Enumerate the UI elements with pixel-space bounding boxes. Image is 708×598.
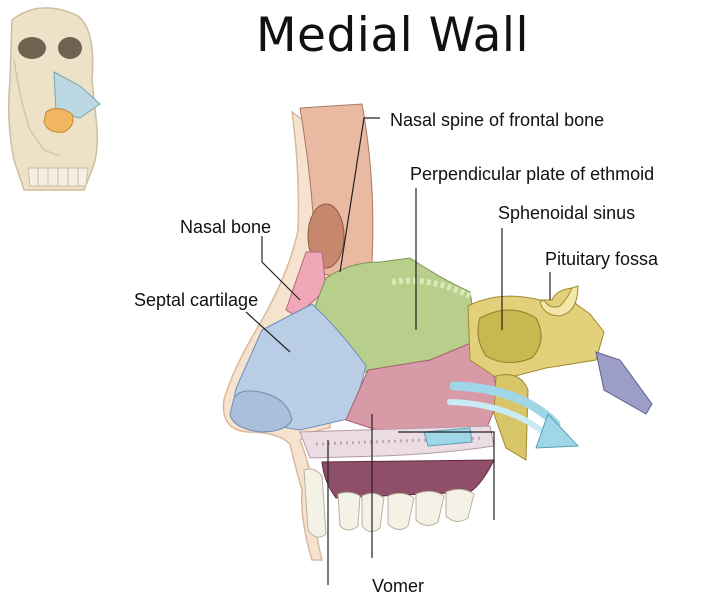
leader-septal-cartilage [245, 311, 291, 353]
page-title: Medial Wall [256, 8, 530, 63]
label-vomer: Vomer [372, 576, 425, 596]
label-sphenoidal-sinus: Sphenoidal sinus [498, 203, 636, 223]
skull-thumbnail-icon [7, 7, 101, 191]
sphenoidal-sinus-shape [477, 309, 542, 363]
airflow-arrow-icon [447, 381, 580, 449]
label-pituitary-fossa: Pituitary fossa [545, 249, 659, 269]
palate-texture [315, 436, 485, 446]
cribriform-plate [391, 277, 472, 299]
clivus [595, 351, 653, 415]
alar-cartilage [229, 390, 293, 433]
label-nasal-spine: Nasal spine of frontal bone [390, 110, 605, 130]
leader-nasal-bone [261, 236, 301, 301]
teeth-row [303, 468, 475, 538]
leader-lines [245, 117, 551, 585]
label-perpendicular-plate: Perpendicular plate of ethmoid [410, 164, 655, 184]
label-septal-cartilage: Septal cartilage [134, 290, 259, 310]
label-nasal-bone: Nasal bone [180, 217, 272, 237]
pituitary-fossa-shape [539, 285, 579, 317]
leader-nasal-spine [339, 117, 380, 273]
leader-vomer-right [398, 431, 495, 520]
nasal-bone-shape [285, 251, 327, 317]
